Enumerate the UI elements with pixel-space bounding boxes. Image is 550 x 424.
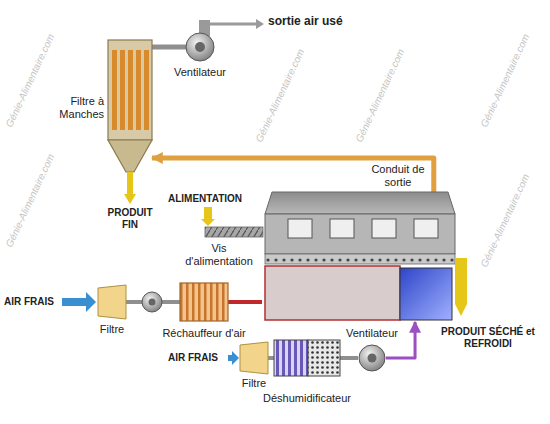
bag-filter-box: Filtre à Manches [108,40,152,175]
pipe-connector [340,356,358,360]
dryer-box: Conduit de sortie [262,192,455,322]
pipe-connector [228,300,262,304]
part-label: Conduit de sortie [367,163,429,188]
watermark: Génie-Alimentaire.com [479,32,532,129]
fan-box: Ventilateur [358,344,386,372]
dehumidifier-box: Déshumidificateur [274,340,340,376]
filter-box: Filtre [240,342,268,374]
outlet-label: sortie air usé [268,15,343,29]
fan-box: Ventilateur [186,33,214,61]
pipe-connector [268,356,274,360]
part-label: Ventilateur [346,327,398,340]
pipe-connector [152,158,434,192]
air-label: AIR FRAIS [168,352,218,364]
bag-filter [108,40,152,204]
product-label: PRODUIT FIN [100,207,160,230]
air-label: AIR FRAIS [4,296,54,308]
feed-screw [201,207,263,237]
fluid-bed-dryer [265,192,467,320]
part-label: Réchauffeur d'air [162,327,245,340]
watermark: Génie-Alimentaire.com [254,47,307,144]
pipe-connector [152,45,186,50]
part-label: Filtre [100,323,124,336]
dry-air-inlet [228,340,385,376]
watermark: Génie-Alimentaire.com [4,32,57,129]
part-label: Ventilateur [174,66,226,79]
part-label: Vis d'alimentation [178,242,260,267]
watermark: Génie-Alimentaire.com [4,152,57,249]
part-label: Déshumidificateur [263,392,351,405]
filter-box: Filtre [98,285,126,319]
watermark: Génie-Alimentaire.com [479,172,532,269]
fresh-air-inlet [62,283,228,321]
feed-label: ALIMENTATION [168,193,242,205]
heater-box: Réchauffeur d'air [180,283,228,321]
product-label: PRODUIT SÉCHÉ et REFROIDI [432,326,544,349]
exhaust-fan [186,19,264,61]
watermark: Génie-Alimentaire.com [354,47,407,144]
part-label: Filtre à Manches [50,95,104,120]
part-label: Filtre [242,377,266,390]
